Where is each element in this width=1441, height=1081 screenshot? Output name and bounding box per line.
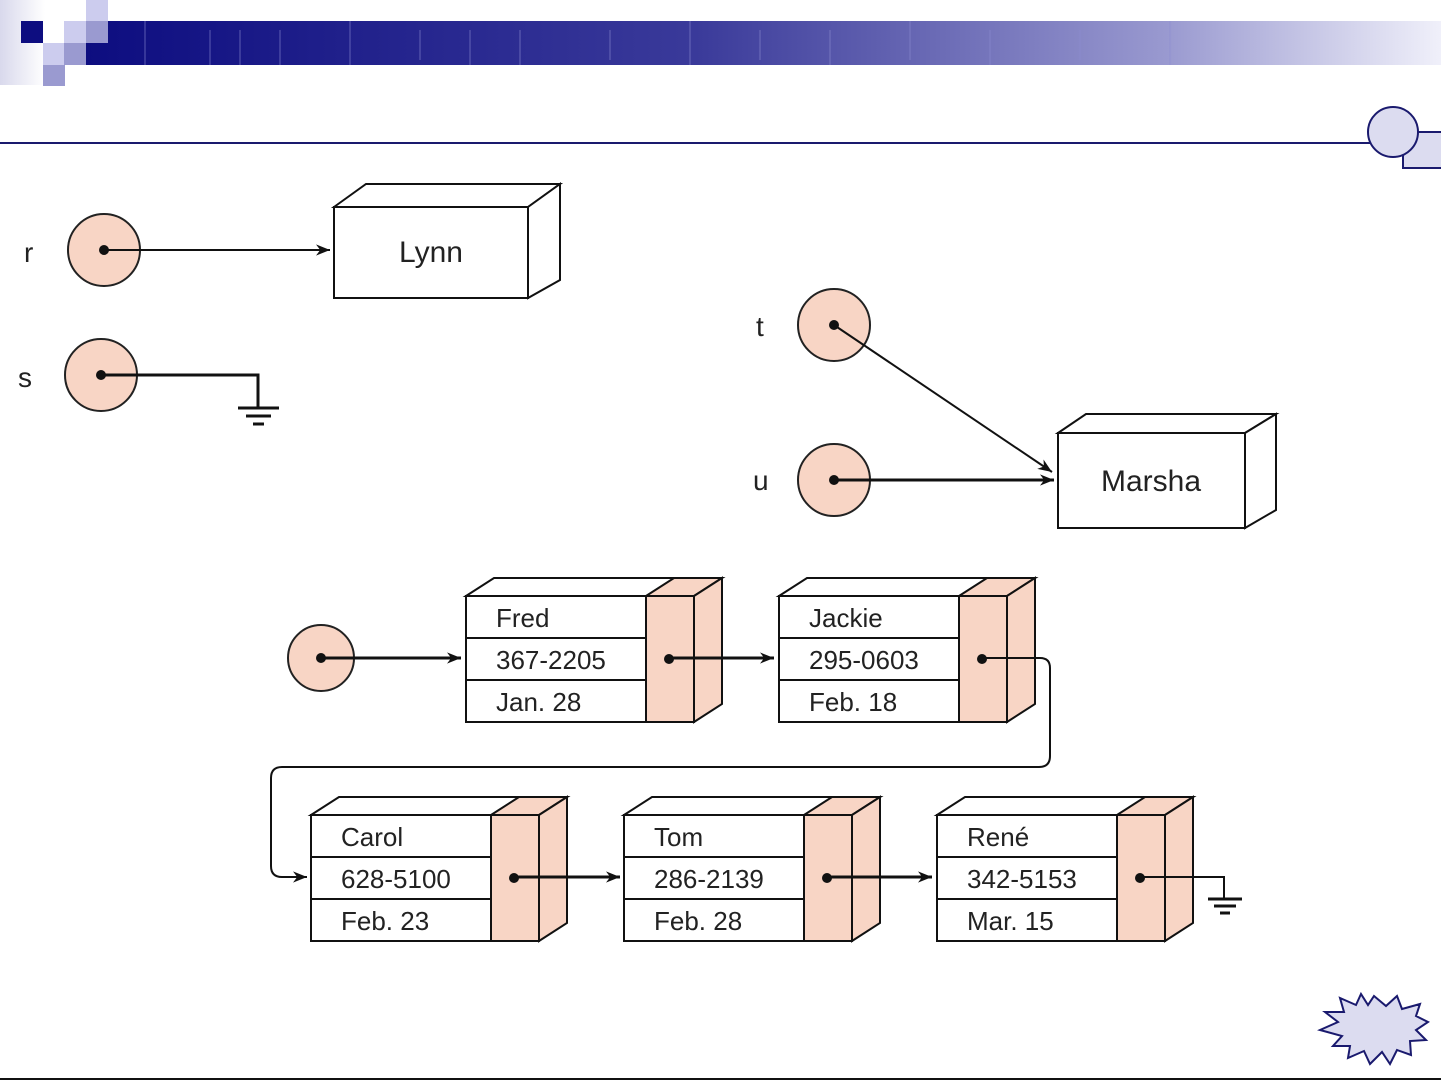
node-date-text: Feb. 23 <box>341 906 429 936</box>
header-square-dark <box>21 21 43 43</box>
null-ground-icon <box>238 406 279 426</box>
object-box-marsha: Marsha <box>1054 412 1280 530</box>
ref-label-t: t <box>756 311 764 342</box>
ref-line-s <box>101 373 260 408</box>
node-phone-text: 295-0603 <box>809 645 919 675</box>
header-square-3 <box>86 21 108 43</box>
node-cell-date <box>465 679 647 723</box>
node-pointer-dot <box>1135 873 1145 883</box>
object-label-marsha: Marsha <box>1101 465 1201 498</box>
node-side-face <box>693 576 723 724</box>
link-arrow-jackie-carol <box>270 657 1051 883</box>
list-null-ground-icon <box>1208 897 1242 915</box>
node-cell-name <box>623 814 805 858</box>
node-date-text: Feb. 18 <box>809 687 897 717</box>
node-cell-date <box>310 898 492 942</box>
link-line-rene-null <box>1141 876 1225 898</box>
node-phone-text: 286-2139 <box>654 864 764 894</box>
node-name-text: Carol <box>341 822 403 852</box>
node-cell-date <box>936 898 1118 942</box>
ref-label-u: u <box>753 465 769 496</box>
node-name-text: Fred <box>496 603 549 633</box>
node-side-face <box>1006 576 1036 724</box>
node-cell-phone <box>936 856 1118 900</box>
circle-square-icon <box>1367 106 1441 169</box>
header-banner <box>0 0 1441 86</box>
node-cell-date <box>623 898 805 942</box>
object-box-lynn: Lynn <box>330 182 564 300</box>
node-phone-text: 367-2205 <box>496 645 606 675</box>
node-cell-phone <box>778 637 960 681</box>
node-date-text: Feb. 28 <box>654 906 742 936</box>
object-label-lynn: Lynn <box>399 236 463 269</box>
header-square-6 <box>43 65 65 86</box>
node-date-text: Jan. 28 <box>496 687 581 717</box>
node-phone-text: 628-5100 <box>341 864 451 894</box>
node-cell-phone <box>465 637 647 681</box>
node-phone-text: 342-5153 <box>967 864 1077 894</box>
node-name-text: Jackie <box>809 603 883 633</box>
node-cell-name <box>465 595 647 639</box>
node-side-face <box>1164 795 1194 943</box>
header-square-1 <box>64 21 86 43</box>
node-cell-date <box>778 679 960 723</box>
node-side-face <box>538 795 568 943</box>
ref-label-s: s <box>18 362 32 393</box>
starburst-icon <box>1317 991 1430 1066</box>
node-side-face <box>851 795 881 943</box>
node-date-text: Mar. 15 <box>967 906 1054 936</box>
header-square-5 <box>64 43 86 65</box>
ref-label-r: r <box>24 237 33 268</box>
header-gradient-bar <box>86 21 1441 65</box>
header-square-4 <box>43 43 65 65</box>
ref-arrow-t <box>833 324 1053 473</box>
node-name-text: Tom <box>654 822 703 852</box>
node-name-text: René <box>967 822 1029 852</box>
header-stripes <box>144 21 1171 65</box>
